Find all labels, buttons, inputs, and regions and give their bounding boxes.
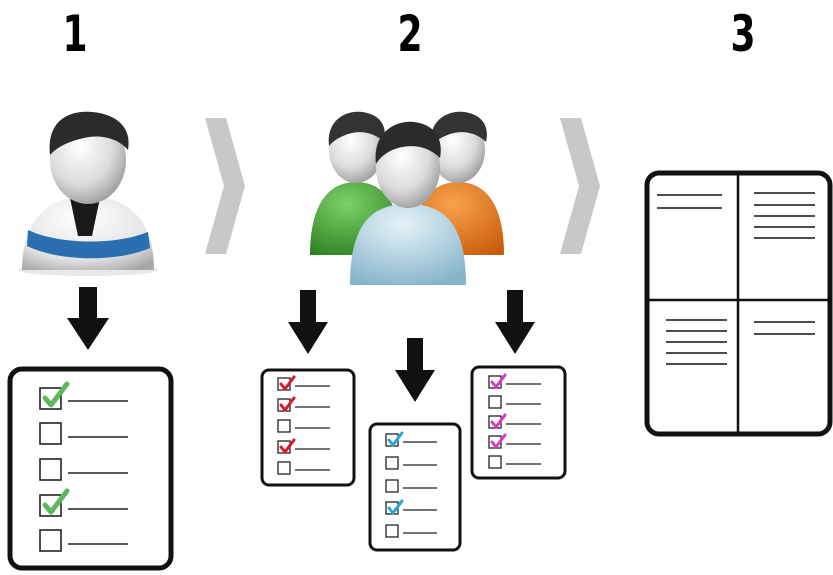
checklist-step2-left [260,368,356,487]
down-arrow-step2-left [288,290,328,354]
down-arrow-step2-right [495,290,535,354]
check-icon [490,433,507,449]
down-arrow-step2-middle [395,338,435,402]
step-number-3: 3 [730,5,756,63]
single-person-icon [18,111,158,276]
step-number-2: 2 [397,5,423,63]
step-number-1: 1 [62,5,88,63]
checklist-step1 [7,366,174,571]
checklist-step2-middle [368,422,462,552]
group-of-people-icon [310,111,504,285]
checklist-step2-right [470,365,567,480]
chevron-arrow-2 [560,118,600,254]
check-icon [42,381,70,408]
check-icon [279,375,296,391]
chevron-arrow-1 [205,118,245,254]
check-icon [490,413,507,429]
check-icon [387,431,404,447]
check-icon [42,488,70,515]
four-quadrant-board [644,170,833,437]
check-icon [387,499,404,515]
check-icon [490,373,507,389]
down-arrow-step1 [67,287,109,350]
check-icon [279,396,296,412]
check-icon [279,438,296,454]
